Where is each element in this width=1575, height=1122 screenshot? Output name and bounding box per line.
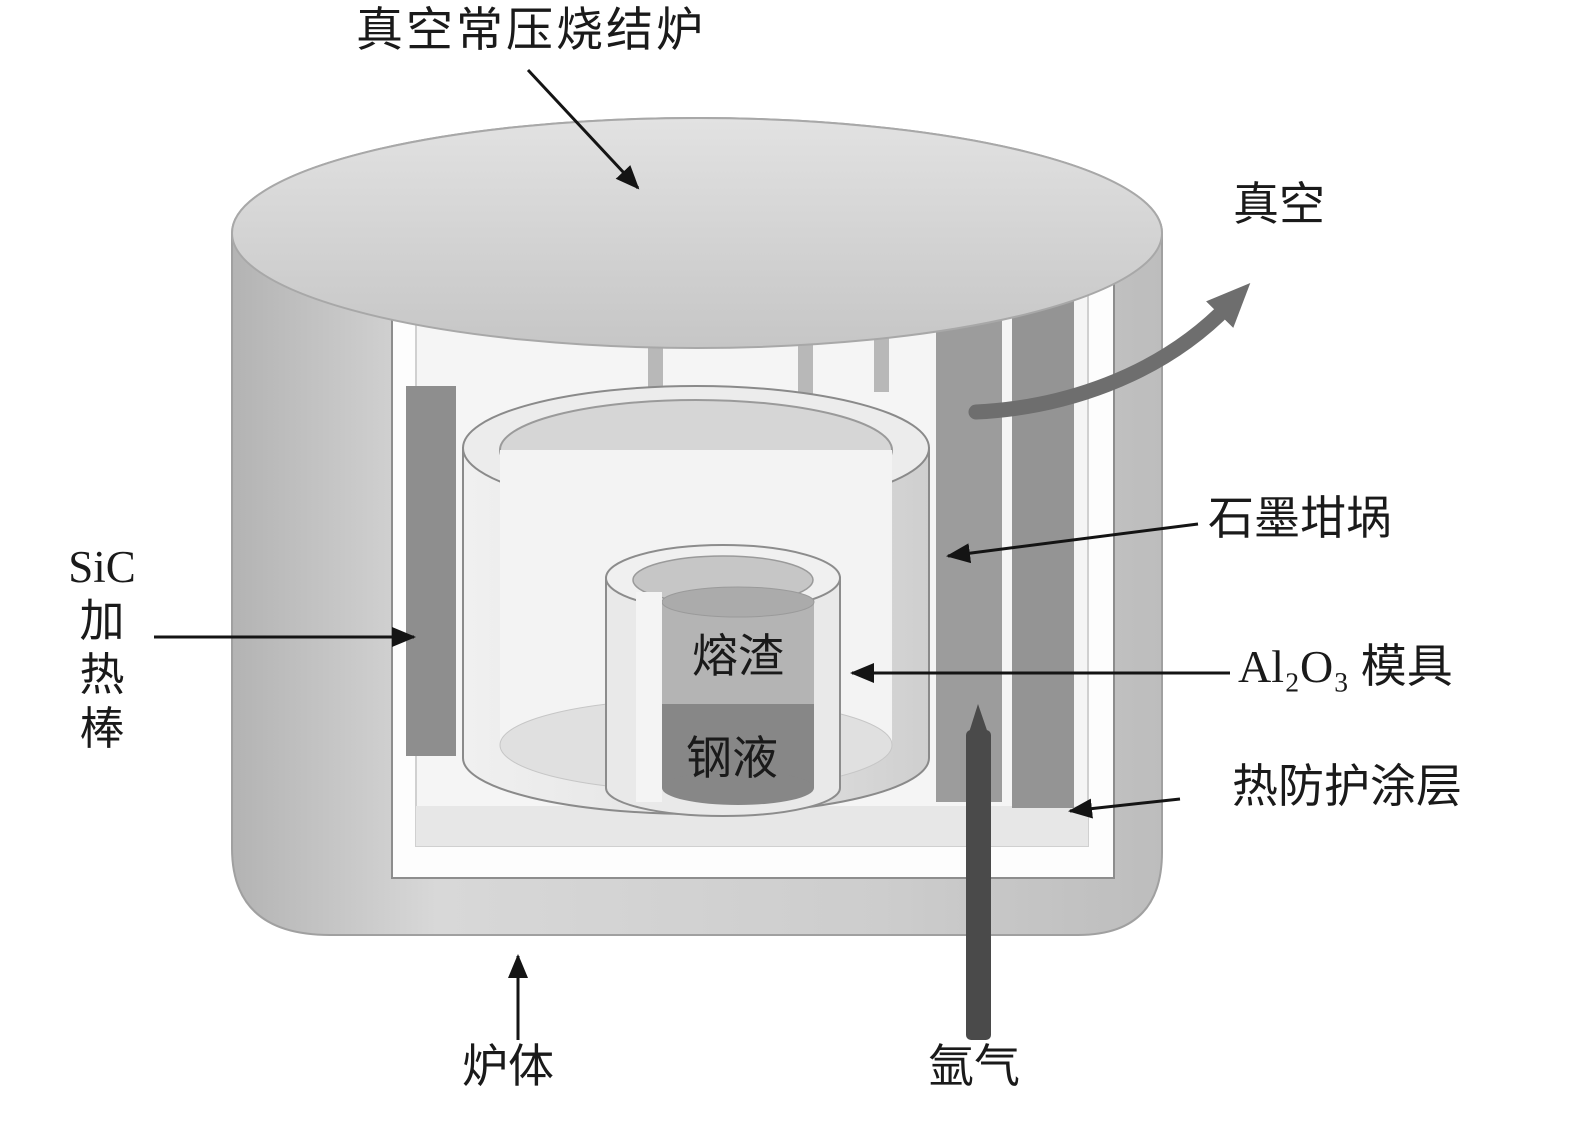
ceiling-rod-2 xyxy=(798,336,813,394)
slag-surface xyxy=(661,586,815,618)
label-vacuum: 真空 xyxy=(1233,179,1325,230)
argon-tube xyxy=(966,704,991,1040)
sic-heater-panel-left xyxy=(406,386,456,756)
mold-inner-wall xyxy=(636,592,662,802)
label-thermal-coating: 热防护涂层 xyxy=(1232,761,1462,812)
label-furnace-title: 真空常压烧结炉 xyxy=(356,5,706,57)
argon-tube-pipe xyxy=(966,730,991,1040)
vacuum-pipe xyxy=(968,283,1251,420)
furnace-lid xyxy=(231,117,1163,349)
label-furnace-body: 炉体 xyxy=(462,1041,554,1092)
pointer-furnace-title xyxy=(526,68,640,190)
molten-steel-bottom xyxy=(662,771,814,805)
shield-panel-right-b xyxy=(1012,300,1074,808)
label-sic-heater: SiC 加 热 棒 xyxy=(68,542,136,754)
label-molten-steel: 钢液 xyxy=(686,733,778,784)
ceiling-rod-3 xyxy=(874,330,889,392)
label-slag: 熔渣 xyxy=(692,631,784,682)
label-graphite-crucible: 石墨坩埚 xyxy=(1208,493,1392,544)
label-al2o3-mold: Al₂O₃ 模具 xyxy=(1238,641,1453,692)
pointer-thermal-coating xyxy=(1068,797,1181,819)
al2o3-mold xyxy=(605,544,841,817)
label-argon: 氩气 xyxy=(928,1041,1020,1092)
pointer-graphite-crucible xyxy=(946,522,1199,564)
ceiling-rod-1 xyxy=(648,342,663,394)
